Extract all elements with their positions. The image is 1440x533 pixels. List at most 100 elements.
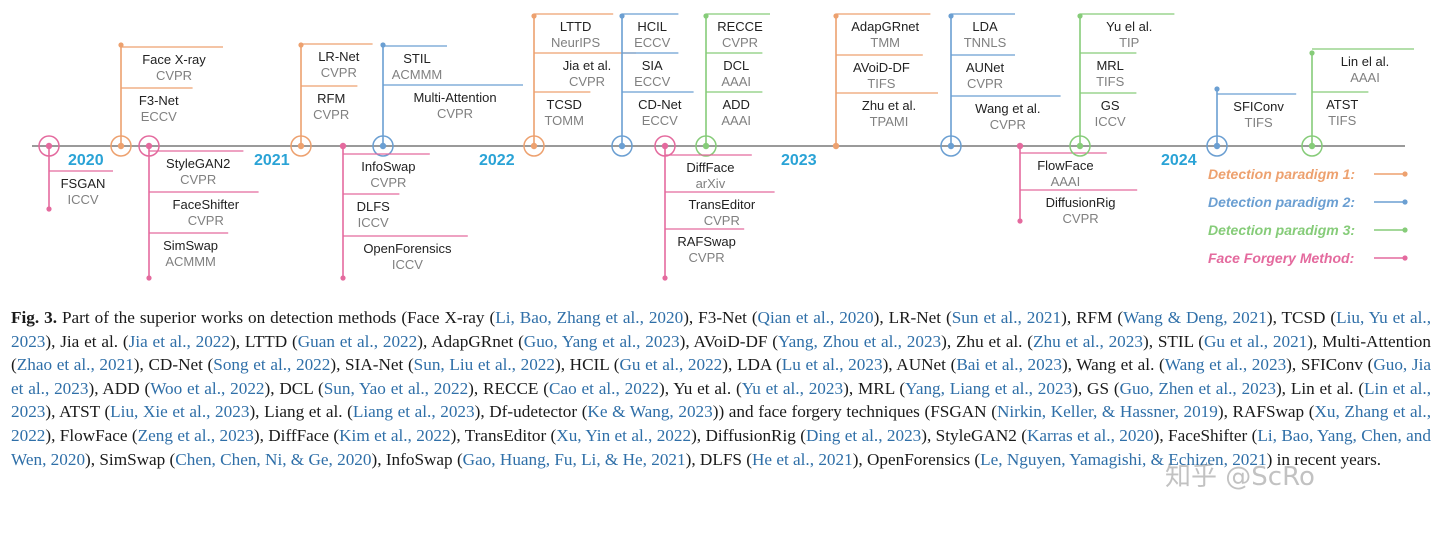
venue-label: CVPR	[689, 250, 725, 265]
citation-link[interactable]: Zeng et al., 2023	[137, 425, 254, 445]
citation-link[interactable]: Liu, Xie et al., 2023	[110, 402, 250, 422]
citation-link[interactable]: Zhao et al., 2021	[16, 355, 134, 375]
citation-link[interactable]: Karras et al., 2020	[1026, 425, 1154, 445]
citation-link[interactable]: Sun et al., 2021	[951, 308, 1062, 327]
venue-label: CVPR	[437, 106, 473, 121]
milestone-dot	[530, 142, 538, 150]
citation-link[interactable]: Lu et al., 2023	[781, 355, 883, 375]
citation-link[interactable]: Ding et al., 2023	[805, 425, 922, 445]
milestone-end-dot	[298, 42, 304, 48]
citation-link[interactable]: Xu, Yin et al., 2022	[556, 425, 692, 445]
method-name: AdapGRnet	[851, 19, 919, 34]
milestone-dot	[339, 142, 347, 150]
caption-text: ), FaceShifter (	[1153, 425, 1258, 445]
year-label: 2024	[1161, 152, 1197, 169]
milestone-ring	[138, 135, 160, 157]
milestone-end-dot	[1309, 50, 1315, 56]
citation-link[interactable]: Guo, Yang et al., 2023	[523, 331, 680, 351]
citation-link[interactable]: Wang & Deng, 2021	[1123, 308, 1267, 327]
venue-label: CVPR	[967, 76, 1003, 91]
caption-text: ), STIL (	[1142, 331, 1205, 351]
method-name: FSGAN	[61, 176, 106, 191]
milestone-ring	[611, 135, 633, 157]
citation-link[interactable]: Yu et al., 2023	[741, 378, 844, 398]
milestone-ring	[1069, 135, 1091, 157]
venue-label: arXiv	[696, 176, 726, 191]
citation-link[interactable]: Zhu et al., 2023	[1033, 331, 1143, 351]
citation-link[interactable]: Liu, Yu et al., 2023	[11, 308, 1432, 351]
caption-text: ), SFIConv (	[1286, 355, 1374, 375]
figure-caption: Fig. 3. Part of the superior works on de…	[11, 306, 1431, 471]
method-name: StyleGAN2	[166, 156, 230, 171]
caption-text: ), TCSD (	[1266, 308, 1337, 327]
milestone-ring	[940, 135, 962, 157]
caption-text: ), FlowFace (	[45, 425, 138, 445]
venue-label: ICCV	[1095, 114, 1126, 129]
method-name: DCL	[723, 58, 749, 73]
citation-link[interactable]: Cao et al., 2022	[549, 378, 659, 398]
venue-label: TPAMI	[870, 114, 909, 129]
citation-link[interactable]: Sun, Liu et al., 2022	[413, 355, 555, 375]
milestone-dot	[1213, 142, 1221, 150]
citation-link[interactable]: Woo et al., 2022	[150, 378, 265, 398]
citation-link[interactable]: Qian et al., 2020	[757, 308, 874, 327]
method-name: RECCE	[717, 19, 763, 34]
milestone-dot	[145, 142, 153, 150]
venue-label: TIFS	[1245, 115, 1273, 130]
venue-label: CVPR	[704, 213, 740, 228]
milestone-dot	[117, 142, 125, 150]
citation-link[interactable]: Guan et al., 2022	[297, 331, 418, 351]
venue-label: ACMMM	[165, 254, 216, 269]
milestone-end-dot	[531, 13, 537, 19]
milestone-end-dot	[340, 275, 346, 281]
caption-text: ), StyleGAN2 (	[921, 425, 1027, 445]
citation-link[interactable]: Li, Bao, Yang, Chen, and Wen, 2020	[11, 425, 1431, 469]
citation-link[interactable]: Lin et al., 2023	[11, 378, 1432, 422]
citation-link[interactable]: Guo, Jia et al., 2023	[11, 355, 1431, 398]
citation-link[interactable]: Gu et al., 2021	[1204, 331, 1308, 351]
method-name: MRL	[1096, 58, 1123, 73]
citation-link[interactable]: Ke & Wang, 2023	[587, 402, 713, 422]
caption-text: ), LTTD (	[230, 331, 298, 351]
citation-link[interactable]: Yang, Zhou et al., 2023	[777, 331, 942, 351]
venue-label: CVPR	[156, 68, 192, 83]
method-name: SimSwap	[163, 238, 218, 253]
citation-link[interactable]: Gu et al., 2022	[619, 355, 723, 375]
citation-link[interactable]: Kim et al., 2022	[339, 425, 451, 445]
milestone-end-dot	[833, 13, 839, 19]
citation-link[interactable]: Jia et al., 2022	[128, 331, 230, 351]
citation-link[interactable]: Song et al., 2022	[213, 355, 331, 375]
venue-label: CVPR	[180, 172, 216, 187]
citation-link[interactable]: Le, Nguyen, Yamagishi, & Echizen, 2021	[980, 449, 1267, 469]
method-name: OpenForensics	[363, 241, 452, 256]
citation-link[interactable]: Sun, Yao et al., 2022	[323, 378, 469, 398]
caption-text: ), SIA-Net (	[330, 355, 414, 375]
citation-link[interactable]: Bai et al., 2023	[956, 355, 1062, 375]
citation-link[interactable]: Gao, Huang, Fu, Li, & He, 2021	[462, 449, 686, 469]
citation-link[interactable]: Guo, Zhen et al., 2023	[1119, 378, 1276, 398]
venue-label: NeurIPS	[551, 35, 600, 50]
caption-text: )) and face forgery techniques (FSGAN (	[712, 402, 997, 422]
venue-label: ICCV	[392, 257, 423, 272]
method-name: DiffFace	[686, 160, 734, 175]
milestone-end-dot	[948, 13, 954, 19]
citation-link[interactable]: Liang et al., 2023	[352, 402, 475, 422]
method-name: CD-Net	[638, 97, 682, 112]
caption-text: ), SimSwap (	[85, 449, 176, 469]
venue-label: CVPR	[370, 175, 406, 190]
citation-link[interactable]: He et al., 2021	[751, 449, 853, 469]
venue-label: TMM	[870, 35, 900, 50]
method-name: AVoiD-DF	[853, 60, 910, 75]
citation-link[interactable]: Wang et al., 2023	[1164, 355, 1287, 375]
caption-text: ), Df-udetector (	[474, 402, 588, 422]
milestone-ring	[110, 135, 132, 157]
venue-label: ECCV	[634, 74, 670, 89]
method-name: TransEditor	[688, 197, 755, 212]
citation-link[interactable]: Li, Bao, Zhang et al., 2020	[495, 308, 684, 327]
citation-link[interactable]: Xu, Zhang et al., 2022	[11, 402, 1431, 445]
citation-link[interactable]: Nirkin, Keller, & Hassner, 2019	[996, 402, 1218, 422]
citation-link[interactable]: Yang, Liang et al., 2023	[905, 378, 1073, 398]
method-name: ADD	[722, 97, 749, 112]
milestone-ring	[372, 135, 394, 157]
citation-link[interactable]: Chen, Chen, Ni, & Ge, 2020	[175, 449, 372, 469]
